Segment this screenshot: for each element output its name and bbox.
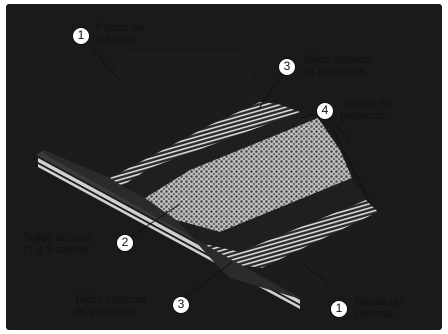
- label-bottom-fabric-line1: Tejido ospecial: [74, 294, 147, 306]
- callout-number-bottom-fabric: 3: [172, 296, 190, 314]
- top-cover-plate: [44, 52, 260, 178]
- callout-number-top-fabric: 3: [278, 58, 296, 76]
- lower-protective-rubber: [176, 178, 366, 252]
- lower-polyamide-fabric: [196, 200, 378, 268]
- upper-polyamide-fabric: [110, 102, 300, 186]
- label-top-cover-line1: Placas de: [96, 22, 145, 34]
- label-bottom-fabric-line2: de poliamida: [74, 306, 137, 318]
- label-cross-weave-line1: Tejido en cruz: [24, 232, 92, 244]
- label-top-cover-line2: cubierta: [96, 34, 136, 46]
- label-bottom-cover-line1: Placas de: [354, 296, 403, 308]
- label-rubber-line2: protección: [340, 110, 391, 122]
- label-cross-weave-line2: (1 a 3 capas): [24, 244, 89, 256]
- callout-number-cross-weave: 2: [116, 234, 134, 252]
- callout-number-bottom-cover: 1: [330, 300, 348, 318]
- label-top-fabric-line1: Tejido especial: [302, 54, 375, 66]
- label-bottom-cover-line2: cubierta: [354, 308, 394, 320]
- callout-number-top-cover: 1: [72, 27, 90, 45]
- callout-number-rubber: 4: [316, 102, 334, 120]
- label-top-fabric-line2: de poliamida: [302, 66, 365, 78]
- upper-protective-rubber: [122, 112, 318, 198]
- cross-weave-fabric: [145, 118, 352, 232]
- label-rubber-line1: Goma de: [346, 98, 392, 110]
